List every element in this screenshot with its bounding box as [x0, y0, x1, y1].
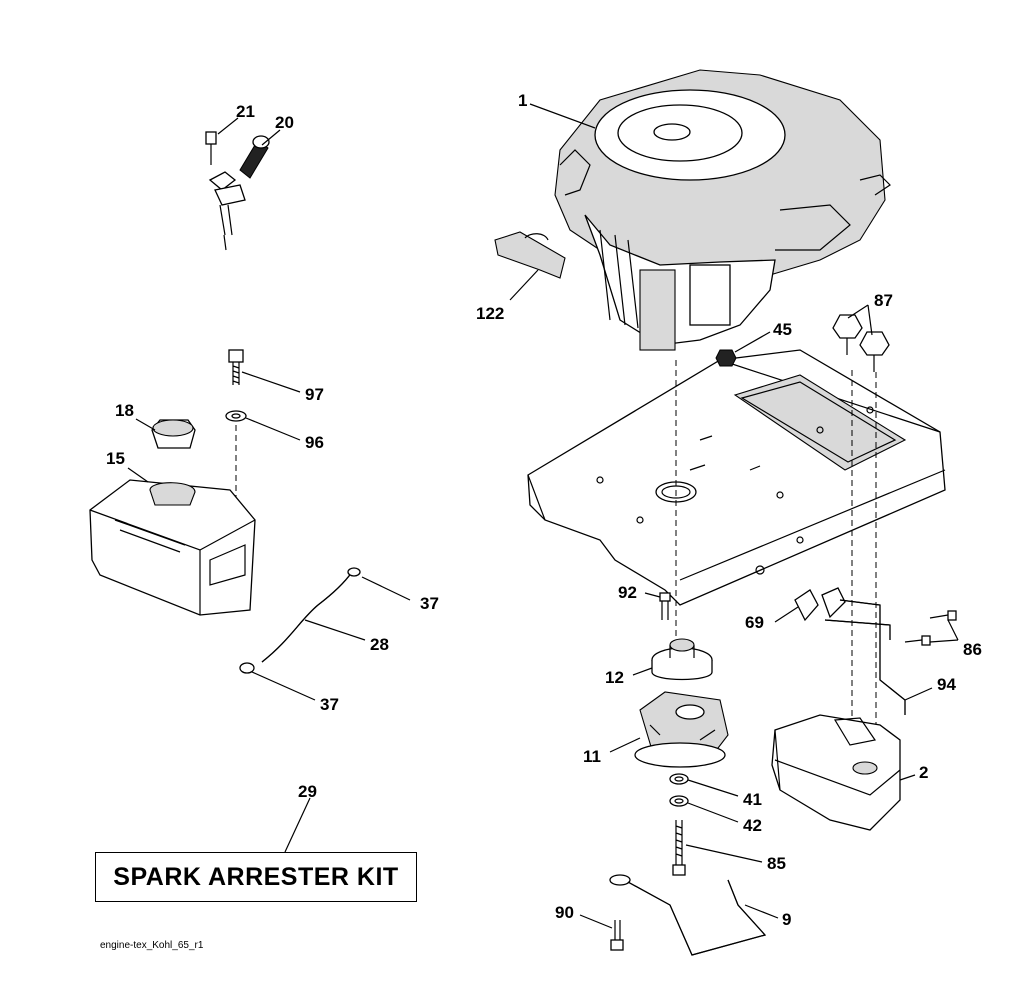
callout-20: 20 — [275, 113, 294, 132]
spark-arrester-kit-text: SPARK ARRESTER KIT — [113, 862, 399, 891]
callout-41: 41 — [743, 790, 762, 809]
callout-18: 18 — [115, 401, 134, 420]
callout-12: 12 — [605, 668, 624, 687]
part-90-bolt — [610, 920, 624, 951]
part-97-bolt — [228, 349, 244, 385]
part-122 — [494, 231, 566, 279]
part-92-bolt — [659, 592, 671, 620]
part-11-clutch — [634, 691, 729, 768]
callout-28: 28 — [370, 635, 389, 654]
engine — [554, 69, 891, 351]
drawing-id: engine-tex_Kohl_65_r1 — [100, 940, 204, 951]
spark-arrester-kit-label: SPARK ARRESTER KIT — [95, 852, 417, 902]
part-15-fuel-tank — [89, 479, 256, 616]
callout-37-top: 37 — [420, 594, 439, 613]
callout-92: 92 — [618, 583, 637, 602]
frame-plate — [527, 349, 946, 606]
callout-122: 122 — [476, 304, 504, 323]
callout-94: 94 — [937, 675, 956, 694]
callout-1: 1 — [518, 91, 527, 110]
part-96-washer — [225, 410, 247, 422]
throttle-control — [205, 131, 270, 251]
part-94-exhaust-pipe — [824, 599, 906, 715]
callout-96: 96 — [305, 433, 324, 452]
part-45-nut — [715, 349, 737, 367]
callout-11: 11 — [583, 747, 601, 766]
part-9-rod — [609, 874, 767, 956]
callout-97: 97 — [305, 385, 324, 404]
callout-37-bottom: 37 — [320, 695, 339, 714]
callout-87: 87 — [874, 291, 893, 310]
part-86-bolts — [904, 610, 957, 646]
callout-9: 9 — [782, 910, 791, 929]
callout-29: 29 — [298, 782, 317, 801]
callout-2: 2 — [919, 763, 928, 782]
callout-21: 21 — [236, 102, 255, 121]
part-18-fuel-cap — [151, 419, 196, 449]
callout-15: 15 — [106, 449, 125, 468]
callout-86: 86 — [963, 640, 982, 659]
part-2-muffler — [771, 714, 901, 831]
leader-lines — [127, 103, 959, 929]
callout-42: 42 — [743, 816, 762, 835]
part-69-gasket — [794, 587, 846, 622]
callout-85: 85 — [767, 854, 786, 873]
callout-45: 45 — [773, 320, 792, 339]
part-85-bolt — [672, 820, 686, 876]
part-42-washer — [669, 795, 689, 807]
callout-90: 90 — [555, 903, 574, 922]
callout-69: 69 — [745, 613, 764, 632]
part-12-pulley — [651, 638, 713, 681]
part-87-knobs — [832, 314, 890, 372]
part-28-fuel-line — [239, 567, 361, 674]
part-41-washer — [669, 773, 689, 785]
